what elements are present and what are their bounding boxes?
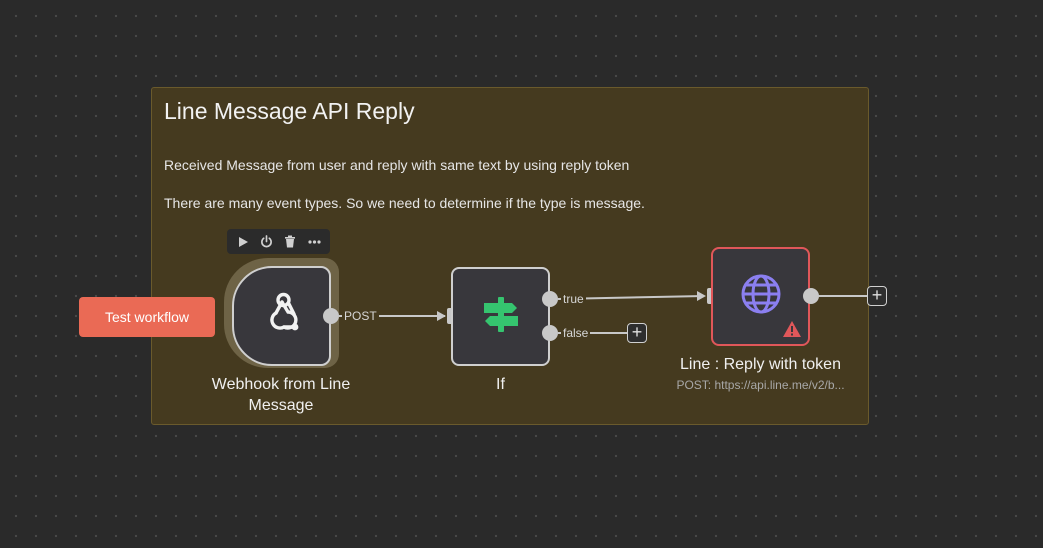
webhook-node[interactable]	[232, 266, 331, 366]
webhook-label-line2: Message	[248, 397, 314, 414]
sticky-text-line: There are many event types. So we need t…	[164, 195, 645, 211]
if-node-label: If	[496, 376, 505, 393]
line-node-sublabel: POST: https://api.line.me/v2/b...	[676, 378, 845, 392]
play-icon[interactable]	[233, 232, 253, 252]
sticky-title: Line Message API Reply	[164, 98, 415, 124]
node-toolbar	[227, 229, 330, 254]
signpost-icon	[480, 293, 522, 340]
sticky-text-line: Received Message from user and reply wit…	[164, 157, 630, 173]
webhook-node-label: Webhook from Line Message	[195, 374, 367, 416]
webhook-label-line1: Webhook from Line	[211, 376, 351, 393]
webhook-icon	[259, 291, 305, 342]
trash-icon[interactable]	[280, 232, 300, 252]
connection-label-true: true	[561, 292, 586, 306]
if-true-output-handle[interactable]	[542, 291, 558, 307]
globe-icon	[739, 272, 783, 321]
line-reply-node[interactable]	[711, 247, 810, 346]
if-node[interactable]	[451, 267, 550, 366]
power-icon[interactable]	[257, 232, 277, 252]
connection-label-false: false	[561, 326, 591, 340]
webhook-output-handle[interactable]	[323, 308, 339, 324]
connection-label-post: POST	[342, 309, 379, 323]
add-node-button[interactable]: +	[867, 286, 887, 306]
more-icon[interactable]	[304, 232, 324, 252]
line-output-handle[interactable]	[803, 288, 819, 304]
warning-icon[interactable]	[782, 320, 802, 338]
test-workflow-button[interactable]: Test workflow	[79, 297, 215, 337]
line-node-label: Line : Reply with token	[680, 356, 841, 373]
add-node-false-button[interactable]: +	[627, 323, 647, 343]
if-false-output-handle[interactable]	[542, 325, 558, 341]
